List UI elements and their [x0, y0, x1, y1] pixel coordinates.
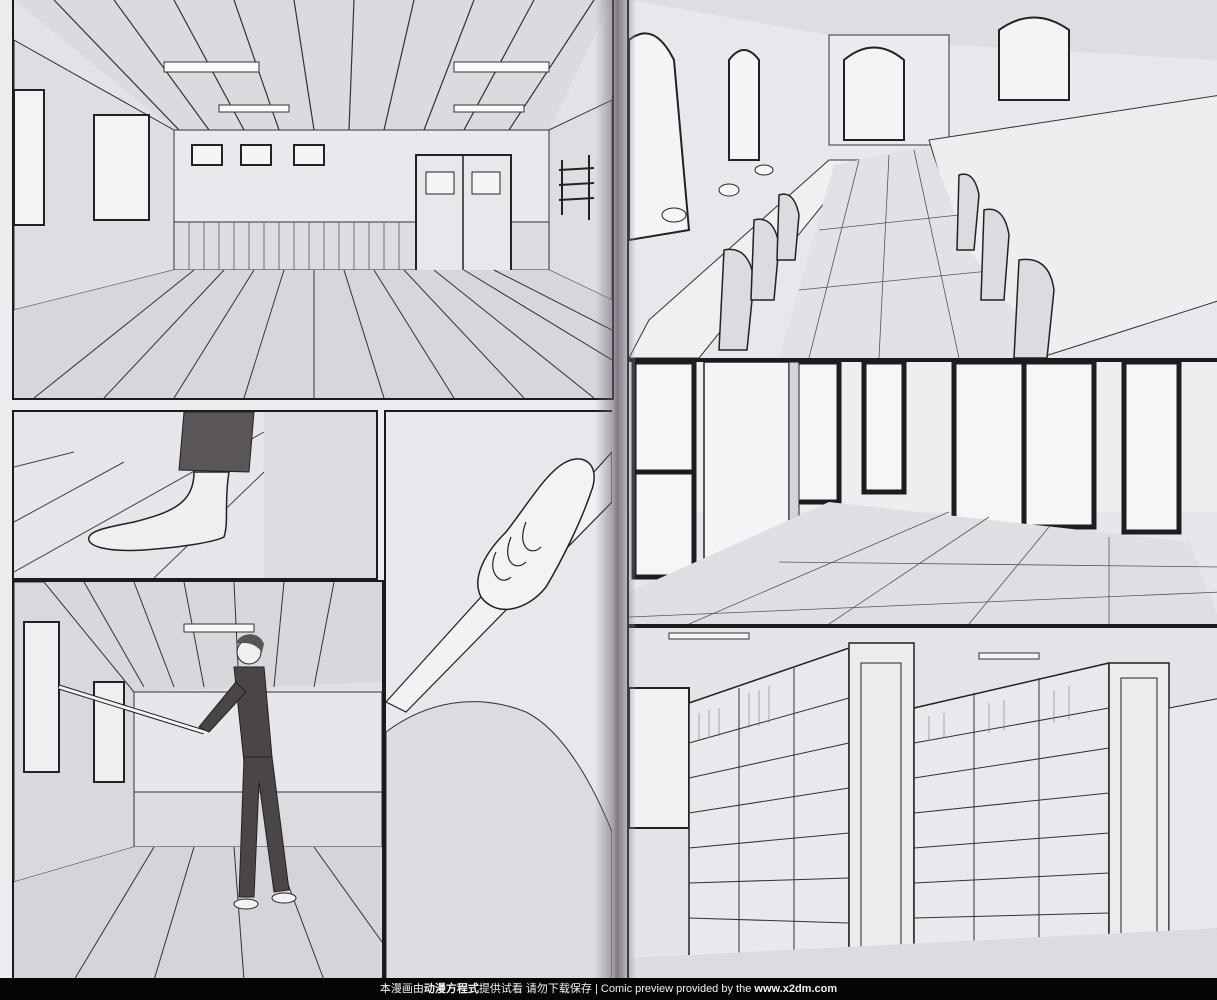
- panel-bookshelves: [627, 626, 1217, 980]
- watermark-cn-suffix: 提供试看 请勿下载保存: [478, 983, 592, 995]
- panel-reading-room: [627, 0, 1217, 360]
- panel-corridor: [627, 360, 1217, 626]
- left-page: [0, 0, 615, 980]
- swordsman-illustration: [14, 582, 382, 980]
- dojo-illustration: [14, 0, 612, 398]
- panel-bare-foot: [12, 410, 378, 580]
- watermark-cn-prefix: 本漫画由: [379, 983, 424, 995]
- watermark-en-text: Comic preview provided by the: [600, 983, 752, 995]
- panel-hand-grip: [384, 410, 612, 980]
- corridor-illustration: [629, 362, 1217, 624]
- watermark-url-link[interactable]: www.x2dm.com: [754, 983, 838, 995]
- bookshelves-illustration: [629, 628, 1217, 980]
- panel-swordsman: [12, 580, 384, 980]
- right-page: [615, 0, 1217, 980]
- panel-dojo-wide: [12, 0, 614, 400]
- watermark-separator: |: [595, 983, 598, 995]
- reading-room-illustration: [629, 0, 1217, 358]
- hand-illustration: [386, 412, 612, 980]
- watermark-cn-brand: 动漫方程式: [423, 983, 479, 995]
- book-spine-shadow: [595, 0, 635, 978]
- preview-watermark-bar: 本漫画由动漫方程式提供试看 请勿下载保存 | Comic preview pro…: [0, 978, 1217, 1000]
- foot-illustration: [14, 412, 376, 578]
